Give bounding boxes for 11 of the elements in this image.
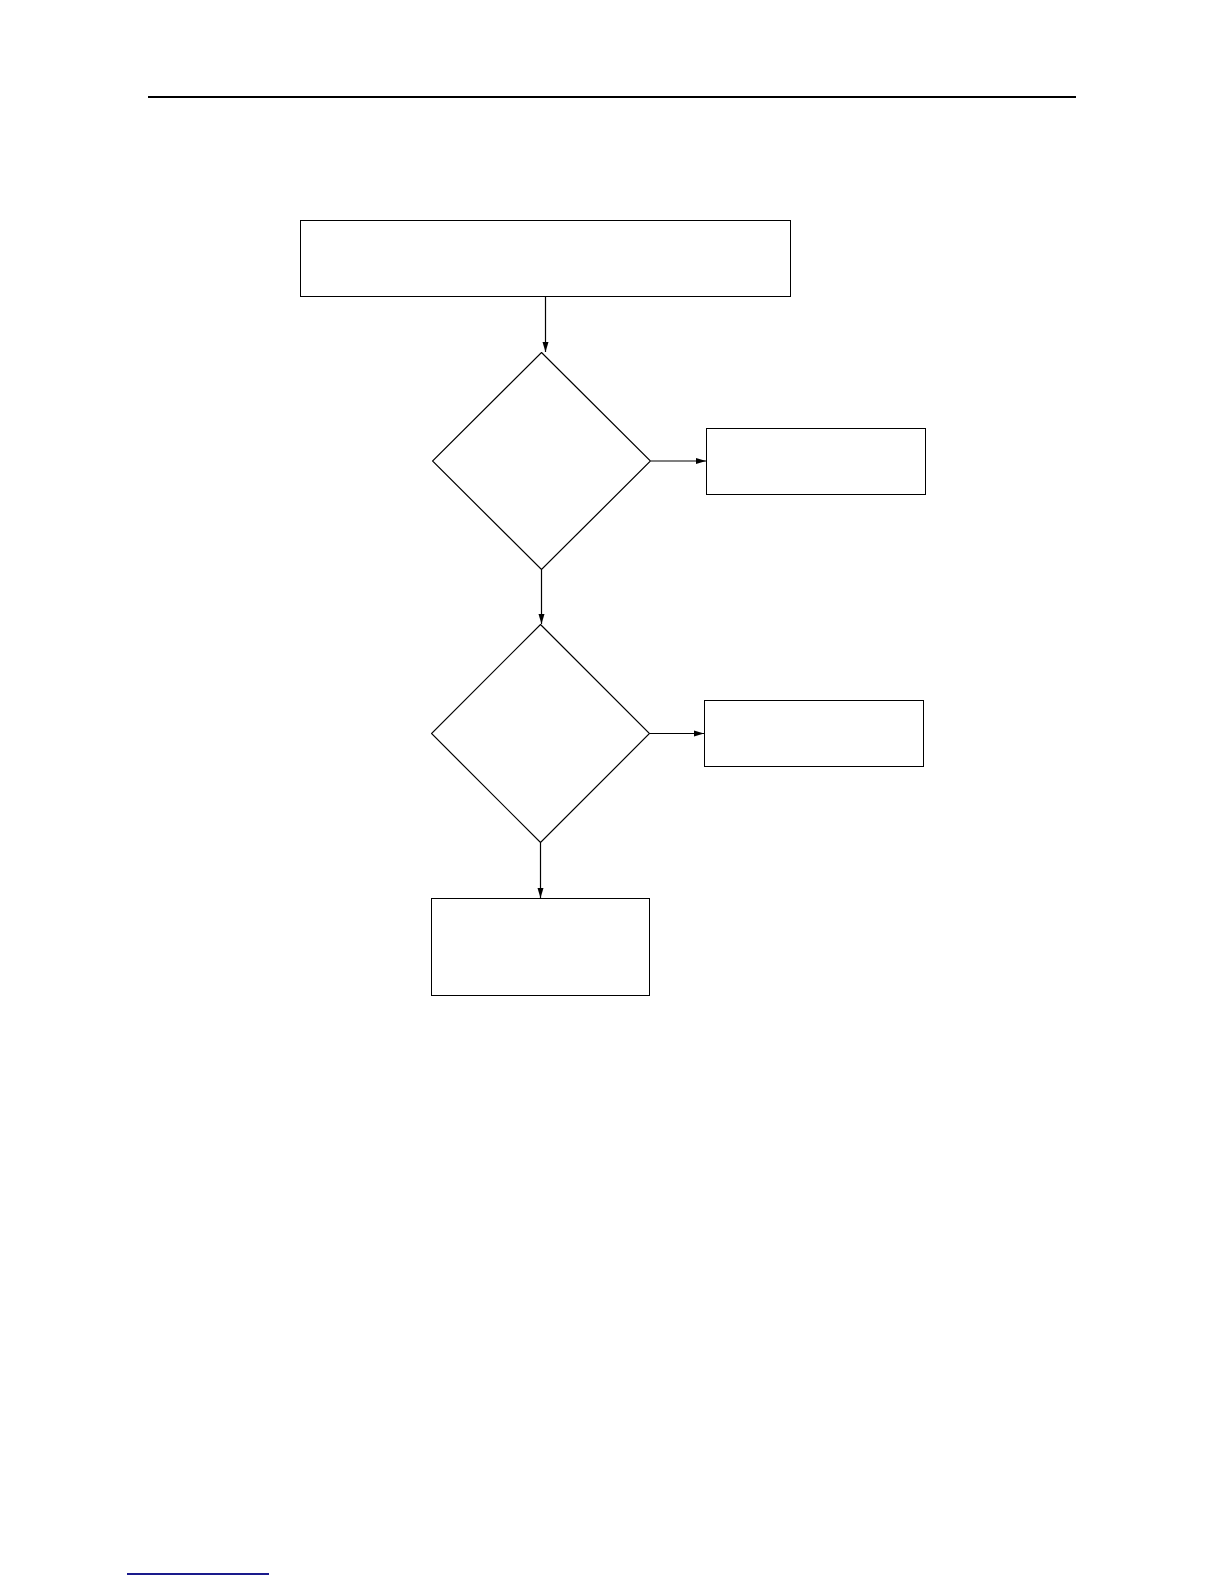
process-box [706,428,926,495]
decision-diamond [432,352,651,570]
arrow [649,730,705,737]
arrow [537,842,544,899]
arrow [650,458,707,464]
process-box [431,898,650,996]
arrow [542,296,549,353]
process-box [704,700,924,767]
process-box [300,220,791,297]
decision-diamond [431,624,650,843]
arrow [538,569,545,625]
